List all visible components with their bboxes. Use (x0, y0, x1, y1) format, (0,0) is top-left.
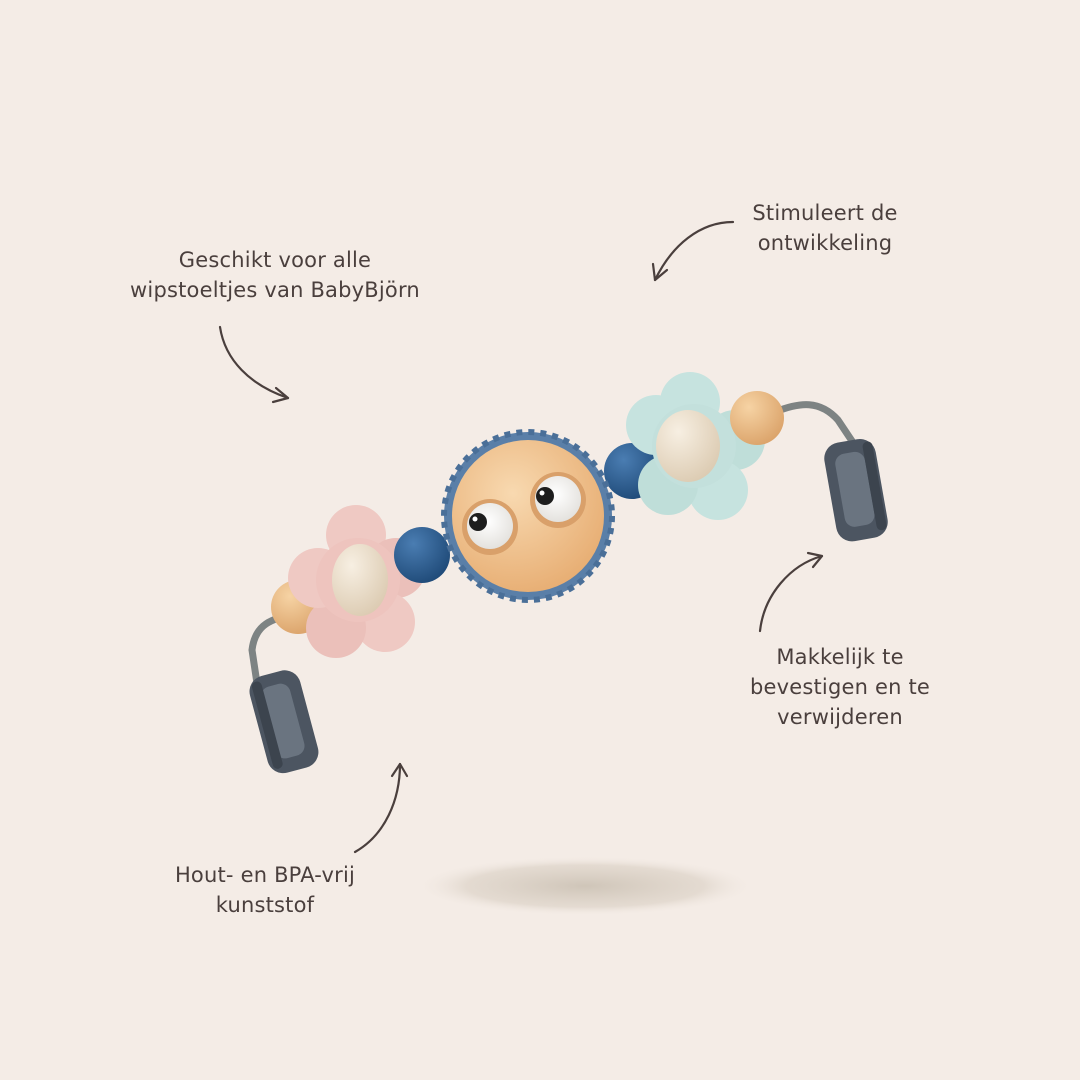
callout-material: Hout- en BPA-vrij kunststof (140, 860, 390, 920)
callout-line: wipstoeltjes van BabyBjörn (130, 278, 420, 302)
callout-line: ontwikkeling (757, 231, 893, 255)
callout-attach: Makkelijk te bevestigen en te verwijdere… (720, 642, 960, 732)
right-wood-bead (730, 391, 784, 445)
callout-development: Stimuleert de ontwikkeling (710, 198, 940, 258)
callout-line: Makkelijk te (776, 645, 904, 669)
left-eye (462, 499, 518, 555)
callout-line: bevestigen en te (749, 675, 931, 699)
floor-shadow (415, 856, 755, 916)
left-blue-bead (394, 527, 450, 583)
right-wire (771, 401, 862, 454)
right-eye (530, 472, 586, 528)
callout-line: Geschikt voor alle (178, 248, 372, 272)
pink-flower (288, 505, 426, 658)
curved-arrow-icon (651, 220, 735, 282)
callout-line: kunststof (215, 893, 315, 917)
curved-arrow-icon (218, 325, 290, 404)
curved-arrow-icon (758, 551, 824, 633)
callout-line: Stimuleert de (752, 201, 898, 225)
center-face-disc (441, 429, 615, 603)
curved-arrow-icon (353, 762, 409, 854)
callout-compatible: Geschikt voor alle wipstoeltjes van Baby… (100, 245, 450, 305)
mint-flower (626, 372, 765, 520)
callout-line: Hout- en BPA-vrij (174, 863, 356, 887)
right-clip (824, 438, 888, 542)
left-clip (249, 670, 319, 774)
callout-line: verwijderen (777, 705, 903, 729)
